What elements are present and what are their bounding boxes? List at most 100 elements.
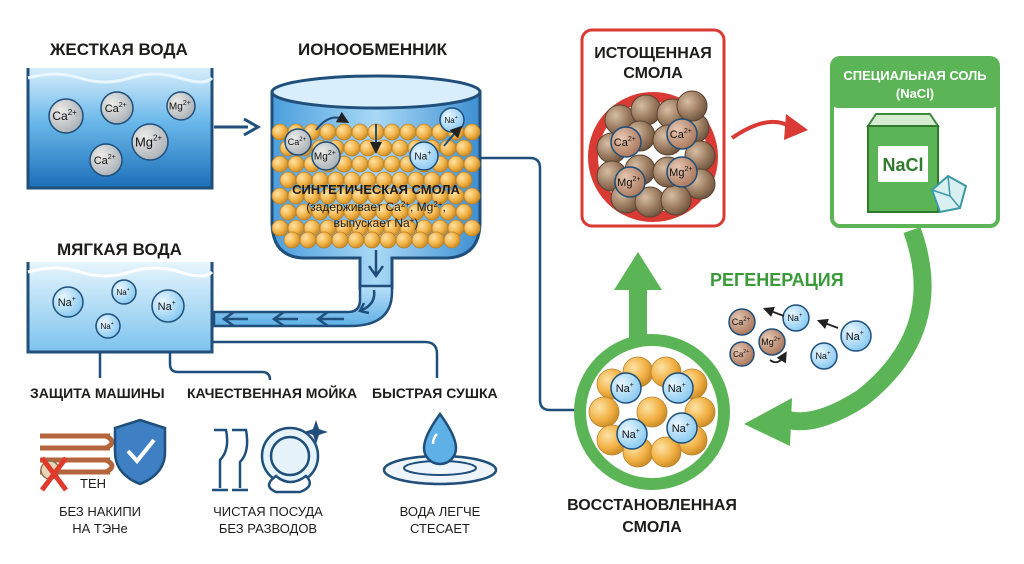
green-arrow-restored-to-depleted — [614, 252, 662, 338]
hard-water-tank — [26, 68, 214, 190]
benefit-washing-title: КАЧЕСТВЕННАЯ МОЙКА — [187, 384, 357, 401]
special-salt-title-line1: СПЕЦИАЛЬНАЯ СОЛЬ — [843, 68, 986, 83]
resin-bead — [455, 203, 473, 221]
svg-text:Ca2+: Ca2+ — [105, 102, 127, 115]
restored-resin-beads: Na+ Na+ Na+ Na+ — [588, 356, 716, 468]
na-ion: Na+ — [111, 279, 137, 305]
svg-text:Mg2+: Mg2+ — [314, 150, 336, 163]
resin-bead — [343, 139, 361, 157]
svg-text:Mg2+: Mg2+ — [761, 337, 781, 347]
svg-text:Na+: Na+ — [444, 115, 457, 125]
resin-bead — [463, 187, 481, 205]
resin-bead — [463, 123, 481, 141]
resin-bead — [636, 396, 668, 428]
clean-dishes-icon — [212, 420, 328, 494]
flow-arrow-hard-to-exchanger — [214, 117, 262, 137]
resin-bead — [463, 155, 481, 173]
benefit-protection-line2: НА ТЭНе — [72, 521, 128, 536]
depleted-resin-title-line2: СМОЛА — [623, 65, 683, 82]
outlet-pipe — [212, 250, 394, 328]
depleted-bead — [676, 90, 708, 122]
na-ion: Na+ — [610, 372, 642, 404]
resin-bead — [588, 396, 620, 428]
exchange-arrows — [315, 111, 463, 154]
regeneration-title: РЕГЕНЕРАЦИЯ — [710, 270, 844, 290]
depleted-bead — [660, 184, 692, 216]
hard-water-ions: Ca2+Ca2+Mg2+Mg2+Ca2+ — [48, 91, 196, 177]
na-ion: Na+ — [666, 412, 698, 444]
benefit-washing-line1: ЧИСТАЯ ПОСУДА — [213, 504, 323, 519]
svg-text:Na+: Na+ — [787, 313, 803, 323]
resin-bead — [271, 219, 289, 237]
svg-text:Mg2+: Mg2+ — [135, 134, 163, 150]
benefit-connectors — [98, 156, 578, 412]
regeneration-ions: Ca2+Mg2+Ca2+Na+Na+Na+ — [728, 304, 872, 370]
soft-water-title: МЯГКАЯ ВОДА — [57, 240, 182, 259]
resin-bead — [455, 171, 473, 189]
na-ion: Na+ — [810, 342, 838, 370]
special-salt-title-line2: (NaCl) — [896, 86, 934, 101]
exchanger-ions: Ca2+ Mg2+ Na+ Na+ — [284, 107, 465, 171]
soft-water-tank — [26, 262, 214, 354]
svg-text:Ca2+: Ca2+ — [288, 137, 307, 147]
na-ion: Na+ — [840, 320, 872, 352]
ca-ion: Ca2+ — [100, 91, 134, 125]
heater-shield-icon — [40, 418, 167, 492]
svg-text:Ca2+: Ca2+ — [732, 317, 751, 327]
na-ion: Na+ — [782, 304, 810, 332]
depleted-bead — [630, 94, 662, 126]
benefit-drying-line1: ВОДА ЛЕГЧЕ — [400, 504, 481, 519]
resin-bead — [399, 123, 417, 141]
ca-ion: Ca2+ — [728, 308, 756, 336]
resin-bead — [383, 123, 401, 141]
resin-bead — [455, 139, 473, 157]
depleted-resin-beads: Ca2+Ca2+Mg2+Mg2+ — [596, 90, 716, 218]
resin-desc-line1: (задерживает Ca2+, Mg2+, — [306, 200, 446, 214]
ca-ion: Ca2+ — [284, 128, 312, 156]
benefit-protection-title: ЗАЩИТА МАШИНЫ — [30, 385, 165, 401]
ca-ion: Ca2+ — [666, 118, 698, 150]
resin-bead — [383, 155, 401, 173]
na-ion: Na+ — [151, 289, 185, 323]
svg-text:Na+: Na+ — [622, 428, 640, 441]
resin-bead — [443, 231, 461, 249]
hard-water-title: ЖЕСТКАЯ ВОДА — [49, 40, 188, 59]
svg-text:Na+: Na+ — [100, 321, 113, 331]
resin-bead — [331, 231, 349, 249]
salt-package-icon — [866, 113, 968, 214]
na-ion: Na+ — [439, 107, 465, 133]
resin-bead — [375, 139, 393, 157]
svg-text:Mg2+: Mg2+ — [617, 176, 640, 189]
resin-bead — [315, 231, 333, 249]
svg-text:Ca2+: Ca2+ — [670, 128, 692, 141]
svg-text:Na+: Na+ — [158, 300, 176, 313]
resin-bead — [299, 231, 317, 249]
mg-ion: Mg2+ — [166, 91, 196, 121]
benefit-protection-line1: БЕЗ НАКИПИ — [59, 504, 141, 519]
green-arrow-salt-to-restored — [744, 226, 932, 446]
svg-text:Na+: Na+ — [414, 150, 431, 163]
ca-ion: Ca2+ — [48, 98, 84, 134]
svg-text:Ca2+: Ca2+ — [733, 349, 749, 359]
resin-bead — [363, 231, 381, 249]
ca-ion: Ca2+ — [89, 143, 123, 177]
resin-bead — [427, 231, 445, 249]
na-ion: Na+ — [662, 372, 694, 404]
benefit-drying-title: БЫСТРАЯ СУШКА — [372, 385, 498, 401]
svg-text:Na+: Na+ — [668, 382, 686, 395]
ion-exchanger-title: ИОНООБМЕННИК — [298, 40, 448, 59]
resin-bead — [379, 231, 397, 249]
resin-desc-line2: выпускает Na+) — [334, 216, 419, 230]
arrow-to-salt — [730, 114, 808, 140]
resin-bead — [650, 436, 682, 468]
resin-bead — [335, 123, 353, 141]
svg-text:Na+: Na+ — [116, 287, 129, 297]
benefit-drying-line2: СТЕСАЕТ — [410, 521, 470, 536]
mg-ion: Mg2+ — [131, 123, 169, 161]
svg-text:Mg2+: Mg2+ — [169, 100, 191, 113]
resin-bead — [351, 155, 369, 173]
heater-label: ТЕН — [80, 476, 106, 491]
na-ion: Na+ — [52, 286, 84, 318]
